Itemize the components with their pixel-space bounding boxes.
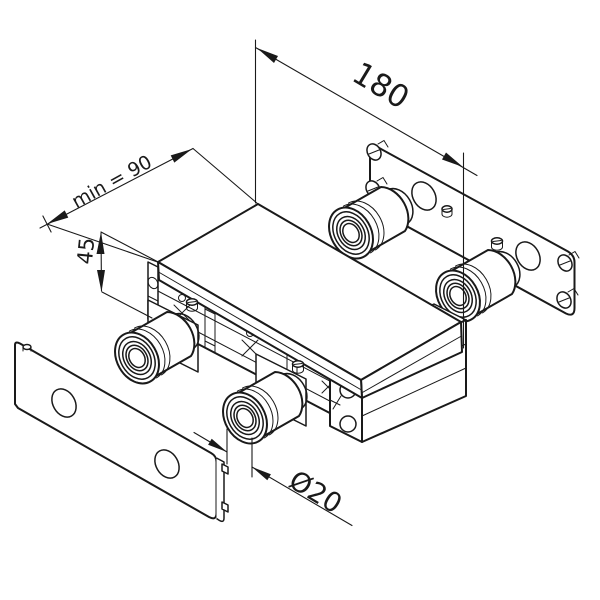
extension-line-left	[46, 223, 160, 264]
arrowhead	[47, 210, 69, 224]
arrowhead	[208, 438, 227, 452]
dimension-line	[254, 46, 478, 177]
dimension-label-min-90: min = 90	[68, 151, 156, 213]
roller-front-center	[222, 360, 308, 445]
roller-pin	[185, 298, 199, 312]
roller-front-left	[114, 298, 200, 385]
plate-screw-top-left	[366, 139, 389, 161]
left-plate-hole-lower	[154, 449, 180, 479]
dimension-label-45: 45	[73, 236, 100, 265]
rail-core-hole-lower	[339, 415, 357, 433]
roller-rear-right	[435, 237, 521, 323]
tslot-rib-details	[173, 294, 335, 394]
arrowhead	[97, 270, 105, 292]
left-cover-plate	[14, 341, 229, 523]
arrowhead	[257, 48, 278, 63]
arrowhead	[96, 232, 105, 254]
extension-line-bottom	[101, 291, 153, 319]
left-plate-outline	[14, 341, 218, 520]
left-plate-corner-pin	[22, 343, 32, 352]
top-plate	[157, 203, 463, 399]
arrowhead	[442, 152, 463, 167]
plate-screw-bottom-right	[556, 287, 579, 309]
roller-pin	[291, 360, 305, 374]
left-plate-tab-upper	[221, 463, 229, 475]
plate-screw-top-right	[557, 250, 580, 272]
extension-line-right	[192, 147, 259, 205]
roller-rear-left	[328, 186, 414, 260]
dimension-height-45: 45	[73, 231, 162, 319]
right-plate-hole-upper	[411, 181, 437, 211]
plate-nut	[441, 205, 453, 218]
left-plate-tab-lower	[221, 501, 229, 513]
right-plate-hole-lower	[515, 241, 541, 271]
dimension-label-diameter-20: Ø20	[283, 465, 347, 520]
arrowhead	[252, 467, 271, 481]
extension-line-top	[100, 231, 162, 265]
top-plate-front-edge-face	[157, 261, 363, 399]
left-plate-hole-upper	[51, 388, 77, 418]
roller-pin	[490, 237, 504, 251]
arrowhead	[170, 149, 192, 163]
tslot-opening-1	[204, 301, 216, 354]
dimension-label-180: 180	[346, 55, 415, 116]
